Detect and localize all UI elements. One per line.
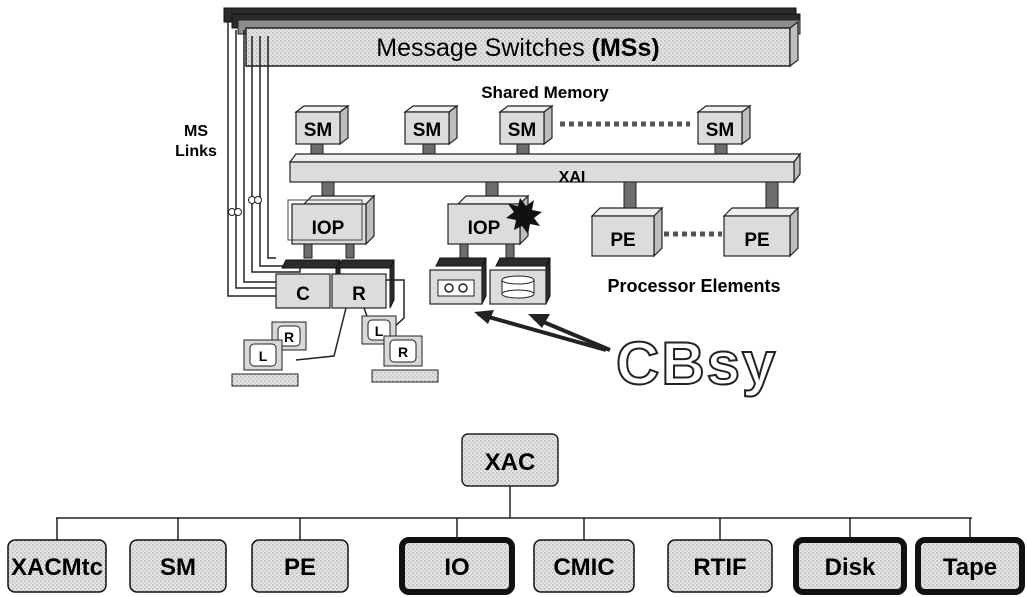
svg-text:SM: SM: [304, 120, 333, 141]
tree-node-label: IO: [444, 554, 469, 581]
tree-node-io: IO: [399, 518, 515, 595]
tree-root-label: XAC: [485, 449, 536, 476]
tree-node-label: Tape: [943, 554, 997, 581]
tree-node-box: [129, 539, 227, 593]
shared-memory-modules: SM SM SM SM: [294, 104, 752, 169]
tree-node-pe: PE: [251, 518, 349, 593]
svg-text:SM: SM: [706, 120, 735, 141]
channel-units: C R: [275, 259, 405, 361]
svg-text:L: L: [375, 323, 384, 339]
tree-node-label: XACMtc: [11, 554, 103, 581]
tree-node-disk: Disk: [793, 518, 907, 595]
cbsy-logo-text: CBsy: [616, 330, 777, 397]
processor-elements-label: Processor Elements: [607, 276, 780, 296]
tree-node-box: [915, 537, 1025, 595]
processor-element-modules: PE PE Processor Elements: [590, 181, 800, 296]
xai-label: XAI: [559, 169, 586, 186]
iop-left-label: IOP: [312, 218, 345, 239]
tree-node-label: RTIF: [693, 554, 746, 581]
cbsy-logo: CBsy: [474, 310, 777, 398]
pe-module: PE: [722, 206, 800, 258]
ms-links: MS Links: [175, 22, 347, 297]
tree-node-label: Disk: [825, 554, 876, 581]
io-devices: [429, 257, 551, 305]
message-switches-bar: Message Switches (MSs): [223, 7, 801, 68]
channel-c-label: C: [296, 284, 310, 305]
tree-node-rtif: RTIF: [667, 518, 773, 593]
tree-node-xacmtc: XACMtc: [7, 518, 107, 593]
disk-drive-icon: [501, 275, 535, 299]
svg-text:R: R: [284, 329, 294, 345]
tree-node-box: [793, 537, 907, 595]
tree-node-tape: Tape: [915, 518, 1025, 595]
terminal: L: [231, 339, 299, 387]
tree-node-box: [667, 539, 773, 593]
ms-links-label-2: Links: [175, 143, 217, 160]
svg-text:SM: SM: [508, 120, 537, 141]
fault-burst-icon: [506, 198, 542, 234]
svg-text:PE: PE: [610, 230, 635, 251]
iop-right-label: IOP: [468, 218, 501, 239]
iop-left: IOP: [287, 181, 376, 259]
sm-module: SM: [294, 104, 350, 169]
tree-root-xac: XAC: [461, 433, 559, 487]
tree-children: XACMtc SM PE IO CMIC RTIF Disk Tape: [7, 518, 1025, 595]
component-tree: XAC XACMtc SM PE IO CMIC RTIF Disk Tape: [7, 433, 1025, 595]
tree-node-sm: SM: [129, 518, 227, 593]
svg-text:R: R: [398, 344, 408, 360]
terminals: R L L R: [231, 315, 439, 387]
svg-text:Message Switches (MSs): Message Switches (MSs): [376, 34, 659, 62]
sm-module: SM: [696, 104, 752, 169]
tape-drive-icon: [437, 279, 475, 297]
tree-node-label: SM: [160, 554, 196, 581]
tree-node-box: [7, 539, 107, 593]
terminal: R: [371, 335, 439, 383]
svg-text:PE: PE: [744, 230, 769, 251]
xai-bus: XAI: [288, 152, 802, 186]
tree-node-label: CMIC: [553, 554, 614, 581]
svg-text:L: L: [259, 348, 268, 364]
tree-node-label: PE: [284, 554, 316, 581]
shared-memory-label: Shared Memory: [481, 83, 609, 102]
message-switches-abbr: (MSs): [592, 34, 660, 62]
sm-module: SM: [498, 104, 554, 169]
tree-node-box: [533, 539, 635, 593]
tree-node-box: [399, 537, 515, 595]
tree-node-box: [251, 539, 349, 593]
tree-node-cmic: CMIC: [533, 518, 635, 593]
message-switches-label: Message Switches: [376, 34, 591, 62]
channel-r-label: R: [352, 284, 366, 305]
svg-text:SM: SM: [413, 120, 442, 141]
pe-module: PE: [590, 206, 664, 258]
ms-links-label-1: MS: [184, 123, 208, 140]
iop-right: IOP: [447, 181, 542, 259]
